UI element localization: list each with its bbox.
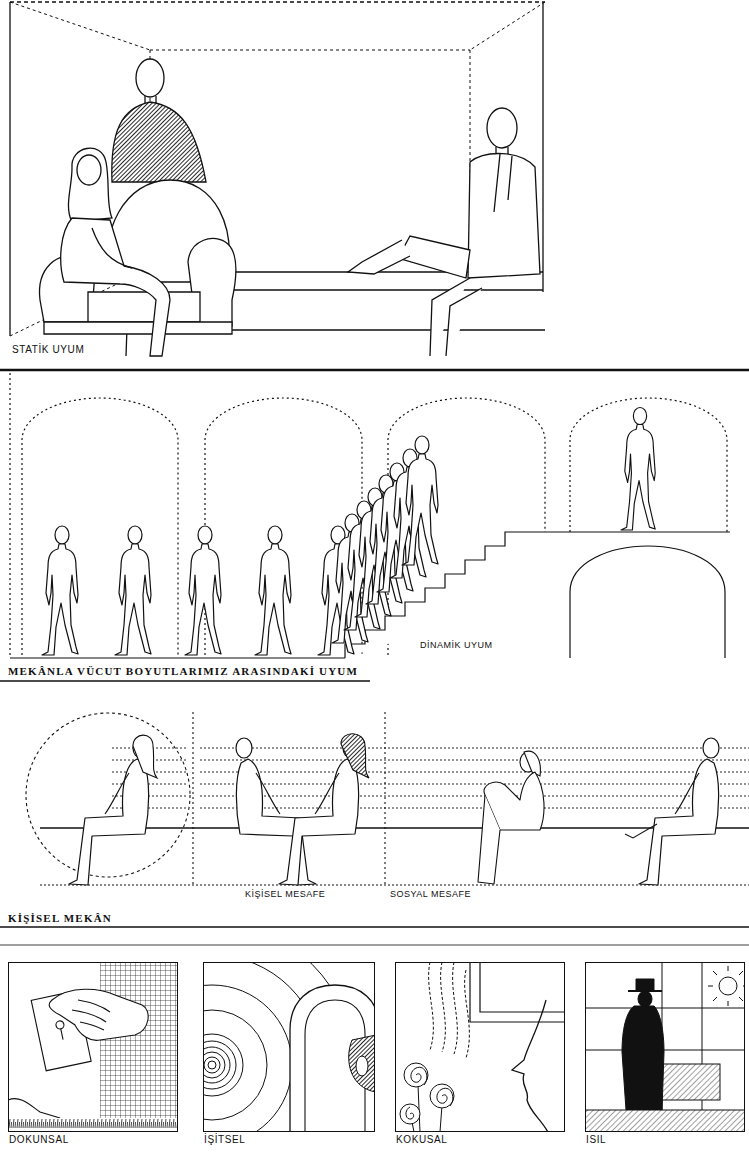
sense-panel: ISIL [585,962,745,1132]
caption-label: KİŞİSEL MESAFE [243,889,327,900]
panel-caption: İŞİTSEL [202,1134,247,1146]
section-banner: MEKÂNLA VÜCUT BOYUTLARIMIZ ARASINDAKİ UY… [6,665,360,678]
panel-caption: STATİK UYUM [10,344,86,356]
panel-caption: ISIL [584,1134,608,1146]
sense-panel: İŞİTSEL [203,962,375,1132]
panel-caption: KOKUSAL [394,1134,449,1146]
personal-space-scene [0,712,749,945]
touch-picture [8,962,178,1132]
panel-caption: DOKUNSAL [7,1134,71,1146]
smell-picture [400,962,565,1132]
static-scene [10,2,545,356]
dynamic-scene [0,370,749,681]
sense-panel: KOKUSAL [395,962,565,1132]
section-banner: KİŞİSEL MEKÂN [6,912,114,925]
caption-label: SOSYAL MESAFE [388,889,473,900]
hearing-picture [203,962,375,1132]
caption-label: DİNAMİK UYUM [418,640,495,651]
heat-picture [585,962,745,1132]
scene-panel: STATİK UYUM [8,0,548,358]
sense-panel: DOKUNSAL [8,962,178,1132]
